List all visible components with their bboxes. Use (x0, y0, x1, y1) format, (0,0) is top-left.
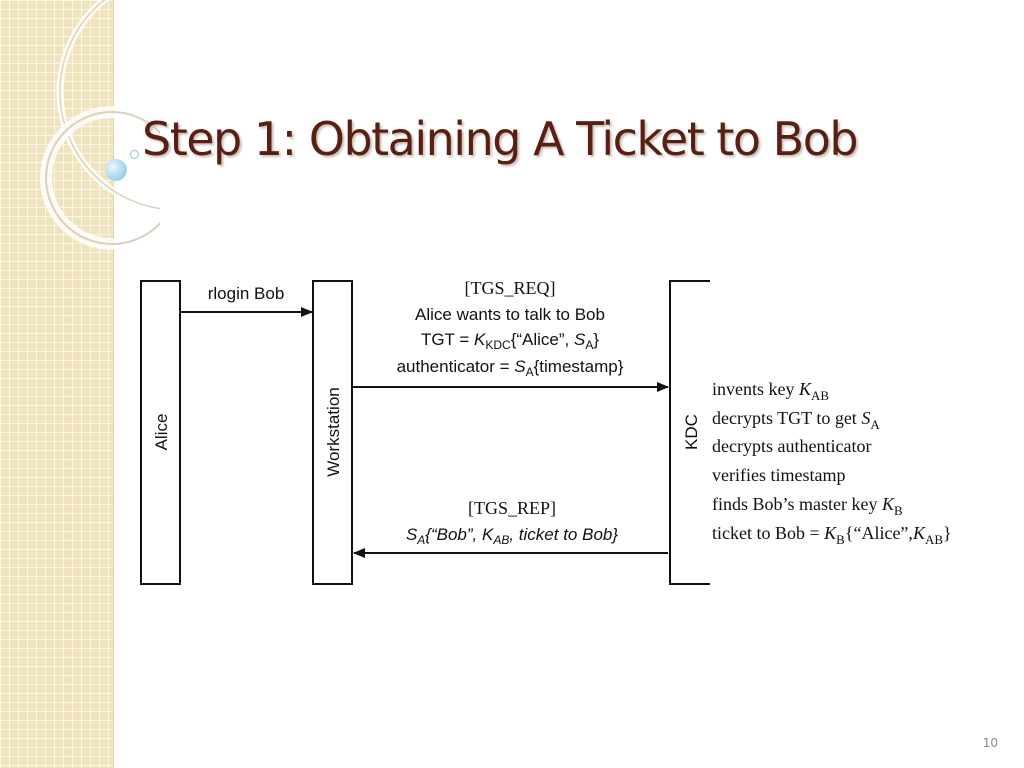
tgt-s: S (574, 330, 586, 349)
kdc-action-ticket-to-bob: ticket to Bob = KB{“Alice”,KAB} (712, 523, 952, 547)
kdc-action-decrypts-tgt: decrypts TGT to get SA (712, 408, 880, 432)
kdc-action-decrypts-authenticator: decrypts authenticator (712, 436, 871, 456)
req-line-authenticator: authenticator = SA{timestamp} (397, 357, 624, 379)
rep-line-body: SA{“Bob”, KAB, ticket to Bob} (406, 525, 618, 547)
req-line-tgt: TGT = KKDC{“Alice”, SA} (421, 330, 599, 352)
workstation-lifeline (312, 280, 353, 585)
rlogin-label: rlogin Bob (208, 284, 285, 303)
rep-k: K (482, 525, 494, 544)
tgt-mid: {“Alice”, (511, 330, 574, 349)
rep-end: , ticket to Bob} (509, 525, 618, 544)
auth-prefix: authenticator = (397, 357, 515, 376)
kdc-bracket (669, 280, 710, 585)
tgt-s-sub: A (585, 338, 593, 352)
title-bullet-ring (130, 150, 139, 159)
tgt-k-sub: KDC (485, 338, 511, 352)
rep-s: S (406, 525, 418, 544)
page-number: 10 (982, 736, 998, 750)
kdc-actions: invents key KAB decrypts TGT to get SA d… (712, 379, 952, 547)
kdc-action-finds-master-key: finds Bob’s master key KB (712, 494, 903, 518)
tgs-req-title: [TGS_REQ] (465, 278, 556, 298)
decorative-rings (40, 0, 160, 250)
tgt-k: K (474, 330, 486, 349)
tgt-end: } (593, 330, 599, 349)
kdc-action-verifies-timestamp: verifies timestamp (712, 465, 845, 485)
rep-s-sub: A (416, 533, 425, 547)
kdc-label: KDC (682, 414, 701, 450)
rep-k-sub: AB (492, 533, 509, 547)
auth-s-sub: A (526, 365, 534, 379)
decorative-side-band (0, 0, 114, 768)
rep-body: {“Bob”, (425, 525, 482, 544)
title-bullet-dot (105, 159, 127, 181)
tgt-prefix: TGT = (421, 330, 474, 349)
auth-s: S (514, 357, 526, 376)
alice-label: Alice (152, 414, 171, 451)
auth-end: {timestamp} (534, 357, 624, 376)
slide-title: Step 1: Obtaining A Ticket to Bob (142, 112, 859, 166)
kdc-action-invents-key: invents key KAB (712, 379, 829, 403)
req-line-alice-wants: Alice wants to talk to Bob (415, 305, 605, 324)
tgs-rep-title: [TGS_REP] (468, 498, 556, 518)
workstation-label: Workstation (324, 387, 343, 476)
alice-lifeline (140, 280, 181, 585)
